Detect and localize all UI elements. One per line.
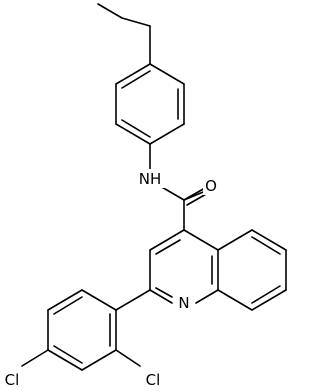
atom-label-background <box>141 370 165 389</box>
bond <box>115 123 151 145</box>
bond <box>159 185 185 201</box>
atom-label-group: NH O N Cl Cl <box>0 169 220 389</box>
bond <box>21 349 49 367</box>
bond <box>47 349 83 371</box>
nitrogen-atom-label: N <box>178 294 189 312</box>
bond <box>149 123 185 145</box>
molecule-structure: NH O N Cl Cl <box>0 3 287 389</box>
bond <box>115 289 151 311</box>
bond <box>115 349 141 367</box>
atom-label-background <box>135 169 166 188</box>
nh-atom-label: NH <box>139 170 162 188</box>
bond-group <box>21 3 287 371</box>
atom-label-background <box>203 176 220 195</box>
bond <box>251 285 281 304</box>
bond <box>149 229 185 251</box>
bond <box>149 289 173 304</box>
bond <box>155 287 173 298</box>
bond <box>155 239 181 255</box>
bond <box>149 63 185 85</box>
bond <box>251 229 287 251</box>
chlorine-atom-label: Cl <box>146 371 161 389</box>
bond <box>53 345 83 364</box>
bond <box>121 70 151 89</box>
bond <box>81 349 117 371</box>
bond <box>121 119 151 138</box>
bond <box>251 236 281 255</box>
bond <box>97 3 123 19</box>
bond <box>251 289 287 311</box>
bond <box>81 289 117 311</box>
bond <box>195 289 219 304</box>
bond <box>115 63 151 85</box>
bond <box>47 289 83 311</box>
atom-label-background <box>176 293 192 312</box>
bond <box>53 296 83 315</box>
bond <box>217 229 253 251</box>
bond <box>183 229 219 251</box>
chlorine-atom-label: Cl <box>5 371 20 389</box>
bond <box>183 187 206 201</box>
atom-label-background <box>0 370 24 389</box>
bond <box>217 289 253 311</box>
oxygen-atom-label: O <box>205 177 217 195</box>
bond <box>121 17 151 27</box>
